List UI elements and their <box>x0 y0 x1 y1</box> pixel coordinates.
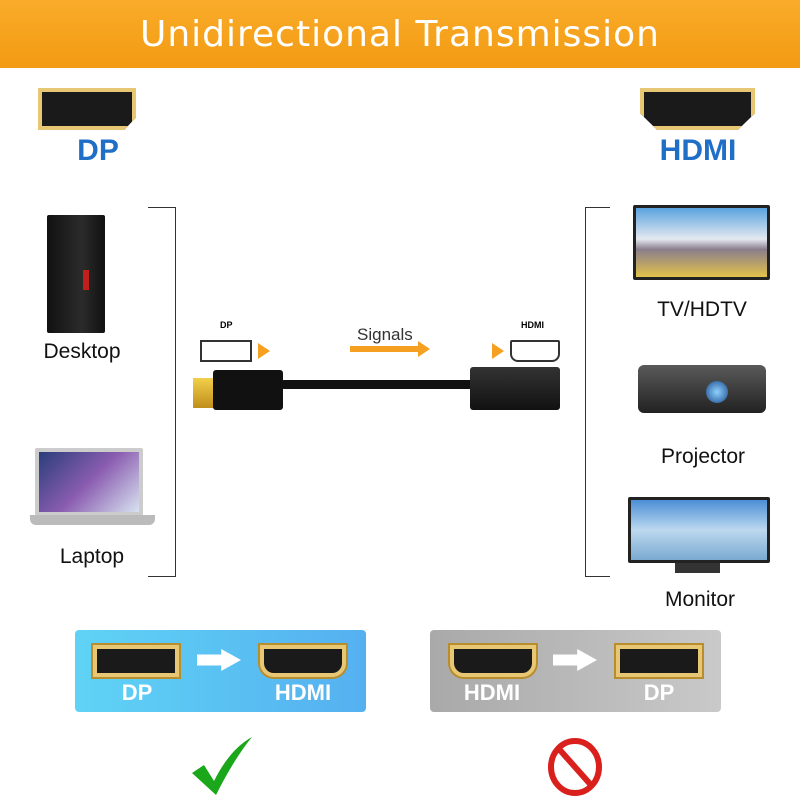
page-title: Unidirectional Transmission <box>140 13 660 55</box>
source-bracket <box>148 207 176 577</box>
supported-dp-icon <box>93 645 179 677</box>
monitor-image <box>628 497 770 563</box>
supported-to-label: HDMI <box>274 680 332 705</box>
desktop-label: Desktop <box>43 340 121 363</box>
monitor-stand <box>675 563 720 573</box>
unsupported-from-label: HDMI <box>463 680 521 705</box>
prohibited-icon <box>548 738 602 796</box>
desktop-image <box>47 215 105 333</box>
unsupported-hdmi-icon <box>450 645 536 677</box>
projector-label: Projector <box>660 445 746 468</box>
unsupported-to-label: DP <box>643 680 675 705</box>
supported-hdmi-icon <box>260 645 346 677</box>
monitor-label: Monitor <box>664 588 736 611</box>
unsupported-dp-icon <box>616 645 702 677</box>
check-icon <box>192 737 252 795</box>
hdmi-arrow-icon <box>492 343 504 359</box>
supported-from-label: DP <box>121 680 153 705</box>
dp-arrow-icon <box>258 343 270 359</box>
dp-small-port-icon <box>200 340 252 362</box>
laptop-base <box>30 515 155 525</box>
laptop-label: Laptop <box>59 545 125 568</box>
dp-small-label: DP <box>220 320 233 330</box>
hdmi-port-icon <box>640 88 755 130</box>
title-banner: Unidirectional Transmission <box>0 0 800 68</box>
dp-plug-body <box>213 370 283 410</box>
display-bracket <box>585 207 610 577</box>
laptop-image <box>35 448 143 516</box>
unsupported-arrow-icon <box>553 649 597 671</box>
hdmi-adapter <box>470 367 560 410</box>
hdmi-label: HDMI <box>659 134 737 167</box>
signal-arrow-icon <box>350 346 418 352</box>
dp-port-icon <box>38 88 136 130</box>
tv-image <box>633 205 770 280</box>
signal-arrow-head <box>418 341 430 357</box>
hdmi-small-label: HDMI <box>521 320 544 330</box>
hdmi-small-port-icon <box>510 340 560 362</box>
dp-plug-gold <box>193 378 215 408</box>
supported-arrow-icon <box>197 649 241 671</box>
dp-label: DP <box>77 134 119 167</box>
tv-label: TV/HDTV <box>657 298 747 321</box>
projector-image <box>638 365 766 413</box>
signals-label: Signals <box>357 325 413 344</box>
cable <box>280 380 475 389</box>
